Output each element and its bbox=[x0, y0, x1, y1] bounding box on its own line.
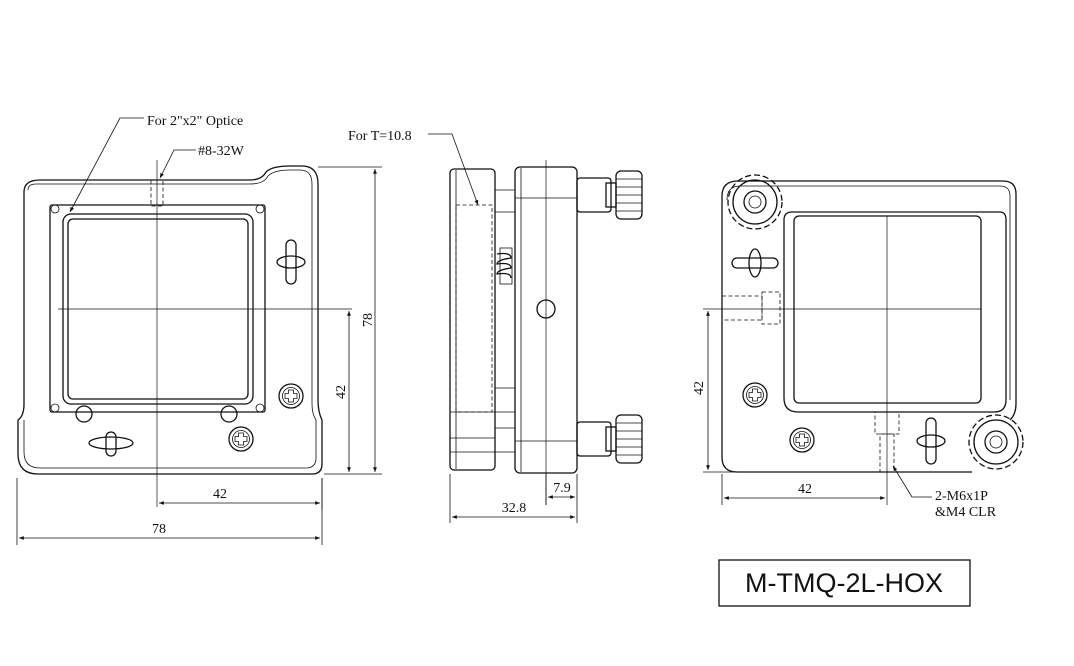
dim-side-small: 7.9 bbox=[545, 474, 575, 505]
leader-hole: 2-M6x1P &M4 CLR bbox=[892, 465, 997, 520]
dim-front-height: 78 bbox=[318, 166, 382, 475]
dim-front-width: 78 bbox=[16, 478, 323, 545]
leader-thread: #8-32W bbox=[159, 144, 245, 179]
optic-holder-plate bbox=[449, 168, 496, 471]
pin-hole-right bbox=[220, 405, 238, 423]
screw-icon bbox=[742, 382, 768, 408]
knob-icon bbox=[968, 414, 1024, 470]
dim-label: 42 bbox=[334, 385, 349, 399]
optic-window bbox=[793, 215, 982, 404]
label-hole: 2-M6x1P bbox=[935, 489, 988, 504]
label-clearance: &M4 CLR bbox=[935, 505, 997, 520]
screw-icon bbox=[278, 383, 304, 409]
screw-icon bbox=[228, 426, 254, 452]
slot-adjuster-top bbox=[276, 239, 306, 285]
dim-rear-center-v: 42 bbox=[692, 311, 734, 473]
label-thread: #8-32W bbox=[198, 144, 245, 159]
front-plate-outline bbox=[17, 165, 323, 475]
model-number: M-TMQ-2L-HOX bbox=[745, 568, 943, 598]
adjuster-knob-top bbox=[576, 170, 643, 220]
side-view bbox=[449, 160, 643, 505]
dim-front-center-v: 42 bbox=[334, 311, 351, 472]
dim-label: 78 bbox=[152, 522, 166, 537]
dim-label: 32.8 bbox=[502, 501, 527, 516]
dim-label: 42 bbox=[213, 487, 227, 502]
screw-icon bbox=[789, 427, 815, 453]
label-thickness: For T=10.8 bbox=[348, 129, 412, 144]
rear-view bbox=[703, 174, 1024, 505]
front-view bbox=[17, 160, 352, 507]
dim-label: 42 bbox=[798, 482, 812, 497]
model-box: M-TMQ-2L-HOX bbox=[718, 559, 971, 607]
spring-icon bbox=[496, 247, 513, 285]
knob-icon bbox=[727, 174, 783, 230]
slot-adjuster-bottom bbox=[88, 431, 134, 457]
adjuster-knob-bottom bbox=[576, 414, 643, 464]
rear-plate-outline bbox=[721, 180, 1017, 473]
dim-rear-center-h: 42 bbox=[721, 474, 885, 505]
dim-side-depth: 32.8 bbox=[449, 474, 578, 523]
optic-recess bbox=[49, 204, 266, 413]
dim-label: 7.9 bbox=[553, 481, 571, 496]
slot-adjuster-bottom-rear bbox=[916, 417, 946, 465]
leader-thickness: For T=10.8 bbox=[348, 129, 479, 206]
label-optic: For 2"x2" Optice bbox=[147, 114, 243, 129]
slot-adjuster-left bbox=[731, 248, 779, 278]
rear-window-frame bbox=[783, 211, 1007, 413]
leader-optic: For 2"x2" Optice bbox=[69, 114, 243, 213]
dim-front-center-h: 42 bbox=[158, 478, 323, 510]
pin-hole-left bbox=[75, 405, 93, 423]
dim-label: 42 bbox=[692, 381, 707, 395]
dim-label: 78 bbox=[361, 313, 376, 327]
